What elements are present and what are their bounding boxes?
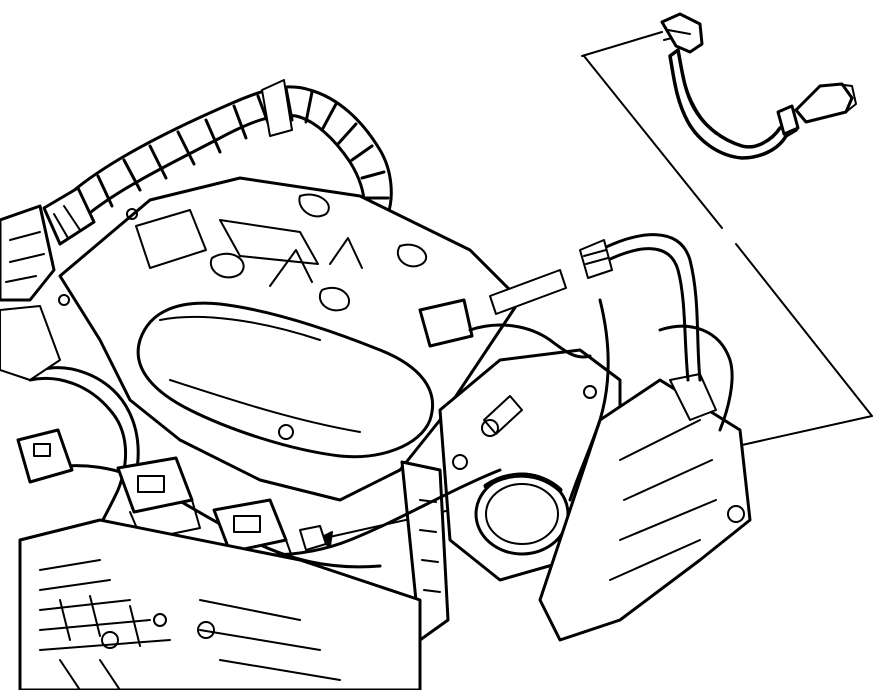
- cover-panel-a: [135, 209, 207, 269]
- hose-fitting-detail: [663, 29, 691, 41]
- wiring-harness: [28, 233, 734, 569]
- right-connector: [669, 373, 717, 421]
- coil-1-socket: [33, 443, 51, 457]
- hose-clamp: [776, 104, 800, 136]
- left-side-component: [0, 305, 61, 381]
- cover-ribs-vertical: [269, 237, 363, 287]
- small-fitting: [299, 525, 327, 551]
- leader-top: [581, 31, 663, 57]
- head-lower-details: [59, 595, 141, 690]
- duct-end-ribs: [53, 205, 81, 239]
- left-bracket-outline: [0, 204, 56, 302]
- head-bolt-1: [197, 621, 215, 639]
- ignition-coil-2: [116, 456, 201, 541]
- hose-body: [668, 48, 798, 160]
- center-tube: [489, 269, 567, 315]
- sensor-connector: [418, 298, 474, 348]
- hose-end-ring: [835, 83, 857, 113]
- cover-rib-3: [319, 287, 350, 312]
- manifold-bolt-2: [58, 294, 70, 306]
- cover-rib-4: [397, 243, 428, 268]
- cover-rib-2: [298, 193, 330, 218]
- harness-wire-front: [38, 464, 382, 569]
- intake-air-duct: [42, 79, 393, 246]
- manifold-bolt-3: [126, 208, 138, 220]
- vacuum-line: [468, 323, 592, 359]
- pcv-hose-detail: [660, 12, 857, 160]
- duct-ribs: [96, 86, 390, 208]
- duct-end: [42, 186, 96, 246]
- left-bracket: [0, 204, 61, 381]
- harness-right: [598, 233, 702, 382]
- throttle-pipe-end: [481, 419, 499, 437]
- throttle-bolt-1: [452, 454, 468, 470]
- hose-inner-line: [679, 59, 717, 135]
- throttle-pipe-stub: [483, 395, 523, 435]
- head-bolt-2: [101, 631, 119, 649]
- harness-right-3: [658, 324, 734, 432]
- head-bolt-3: [153, 613, 167, 627]
- throttle-bore-inner: [485, 483, 559, 545]
- right-housing-bolt: [727, 505, 745, 523]
- throttle-bore-ring: [483, 472, 563, 493]
- cover-rib-1: [209, 252, 245, 279]
- engine-assembly: [0, 79, 752, 690]
- ignition-coil-1: [16, 428, 74, 484]
- harness-right-outer: [602, 247, 690, 382]
- cover-panel-b: [219, 219, 319, 265]
- coil-2-socket: [137, 475, 165, 493]
- throttle-bracket: [400, 460, 450, 642]
- hose-elbow-end: [794, 82, 854, 124]
- coil-3-socket: [233, 515, 261, 533]
- pcv-fitting: [579, 239, 613, 279]
- center-fittings: [299, 239, 613, 551]
- harness-right-2: [568, 298, 610, 502]
- right-housing-ribs: [609, 419, 717, 581]
- manifold-bolt: [278, 424, 294, 440]
- throttle-bracket-slots: [419, 499, 441, 593]
- manifold-plenum: [136, 301, 435, 459]
- harness-left: [28, 377, 128, 552]
- left-bracket-lines: [5, 231, 45, 283]
- duct-clamp: [261, 79, 293, 137]
- leader-diagonal-b: [735, 243, 873, 417]
- leader-diagonal-a: [583, 55, 723, 229]
- manifold-ridge: [159, 315, 361, 433]
- throttle-bolt-2: [583, 385, 597, 399]
- cylinder-head: [18, 518, 422, 690]
- pcv-fitting-ribs: [583, 249, 609, 265]
